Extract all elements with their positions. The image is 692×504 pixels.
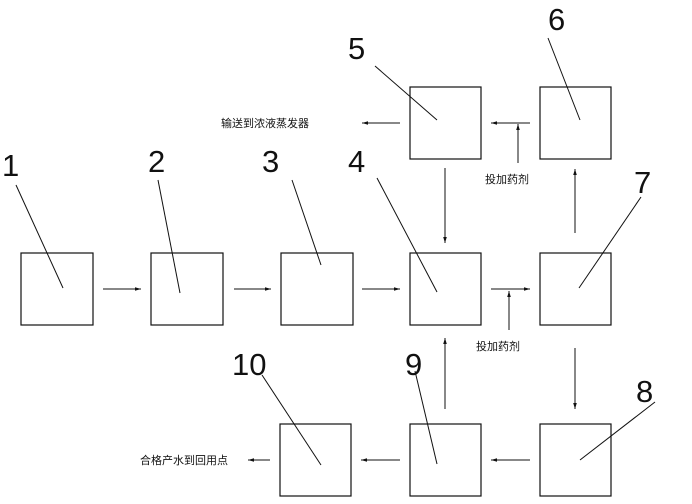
process-box-2 <box>150 252 224 326</box>
annotation-qualified-water: 合格产水到回用点 <box>140 453 228 467</box>
label-number-9: 9 <box>405 347 422 382</box>
leader-line-9 <box>414 370 438 465</box>
process-box-4 <box>409 252 482 326</box>
annotation-add-chemical-top: 投加药剂 <box>485 172 529 186</box>
label-number-6: 6 <box>548 2 565 37</box>
label-number-5: 5 <box>348 31 365 66</box>
leader-line-3 <box>291 179 322 266</box>
leader-line-1 <box>15 184 64 289</box>
leader-line-4 <box>376 177 438 293</box>
leader-line-2 <box>157 179 181 294</box>
process-box-8 <box>539 423 612 497</box>
process-box-7 <box>539 252 612 326</box>
leader-line-6 <box>547 37 581 121</box>
label-number-7: 7 <box>634 165 651 200</box>
leader-line-8 <box>579 401 656 461</box>
label-number-3: 3 <box>262 144 279 179</box>
process-box-10 <box>279 423 352 497</box>
process-box-3 <box>280 252 354 326</box>
label-number-8: 8 <box>636 374 653 409</box>
process-box-1 <box>20 252 94 326</box>
leader-line-10 <box>261 374 322 466</box>
process-box-9 <box>409 423 482 497</box>
annotation-to-evaporator: 输送到浓液蒸发器 <box>221 116 309 130</box>
process-box-6 <box>539 86 612 160</box>
label-number-1: 1 <box>2 148 19 183</box>
leader-line-7 <box>578 196 642 289</box>
label-number-10: 10 <box>232 347 266 382</box>
label-number-2: 2 <box>148 144 165 179</box>
leader-line-5 <box>374 65 438 121</box>
label-number-4: 4 <box>348 144 365 179</box>
process-box-5 <box>409 86 482 160</box>
annotation-add-chemical-mid: 投加药剂 <box>476 339 520 353</box>
